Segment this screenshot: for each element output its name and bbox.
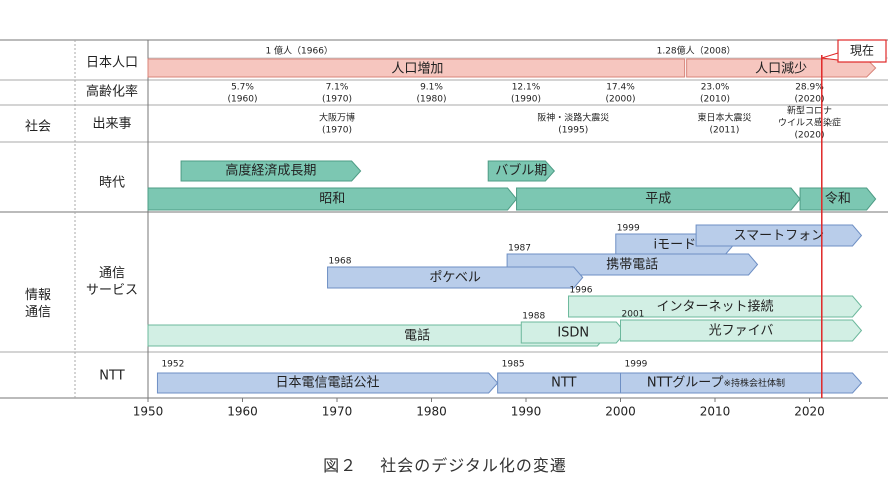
- era-bar-label: 平成: [645, 192, 671, 207]
- row-label: 高齢化率: [86, 84, 138, 100]
- event-label: (1970): [322, 126, 352, 136]
- ntt-bar-label: 日本電信電話公社: [276, 375, 380, 391]
- population-note: 1.28億人（2008）: [657, 45, 736, 57]
- service-bar: [568, 295, 863, 318]
- service-bar-label: 携帯電話: [606, 257, 658, 273]
- aging-year: (1970): [322, 95, 352, 105]
- event-label: 新型コロナ: [787, 105, 832, 117]
- event-label: (2020): [795, 131, 825, 141]
- service-bar-label: インターネット接続: [656, 299, 773, 315]
- era-bar: [516, 187, 801, 211]
- era-period-label: 高度経済成長期: [225, 163, 316, 179]
- row-label: NTT: [99, 369, 124, 384]
- service-bar-label: スマートフォン: [733, 229, 824, 244]
- axis-tick-label: 1980: [416, 405, 447, 419]
- aging-year: (1980): [417, 95, 447, 105]
- axis-tick-label: 1960: [227, 405, 258, 419]
- event-label: (1995): [558, 126, 588, 136]
- aging-year: (2000): [606, 95, 636, 105]
- axis-tick-label: 2010: [700, 405, 731, 419]
- axis-tick-label: 1950: [133, 405, 164, 419]
- present-label: 現在: [850, 44, 874, 58]
- event-label: (2011): [709, 126, 739, 136]
- ntt-bar: [620, 372, 863, 394]
- axis-tick-label: 2000: [605, 405, 636, 419]
- ntt-start-year: 1985: [502, 360, 525, 370]
- figure-caption: 図２ 社会のデジタル化の変遷: [323, 456, 567, 475]
- event-label: 大阪万博: [319, 112, 355, 124]
- service-bar-label: ポケベル: [429, 271, 481, 286]
- aging-year: (2020): [795, 95, 825, 105]
- era-bar: [799, 187, 877, 211]
- row-label: 出来事: [92, 117, 131, 132]
- service-bar-label: 電話: [404, 328, 430, 344]
- group-label: 情報: [25, 288, 51, 303]
- aging-rate: 7.1%: [326, 83, 349, 93]
- population-note: 1 億人（1966）: [265, 45, 333, 57]
- era-period-bar: [487, 160, 556, 182]
- row-label: 時代: [99, 176, 125, 191]
- era-period-label: バブル期: [495, 163, 547, 179]
- event-label: 阪神・淡路大震災: [537, 112, 609, 124]
- service-start-year: 2001: [622, 310, 645, 320]
- aging-rate: 9.1%: [420, 83, 443, 93]
- service-start-year: 1999: [617, 224, 640, 234]
- aging-rate: 12.1%: [512, 83, 541, 93]
- population-bar-label: 人口減少: [755, 61, 807, 77]
- service-bar: [695, 224, 863, 247]
- axis-tick-label: 1990: [511, 405, 542, 419]
- axis-tick-label: 2020: [794, 405, 825, 419]
- era-period-bar: [180, 160, 362, 182]
- event-label: ウイルス感染症: [778, 117, 841, 129]
- aging-rate: 23.0%: [701, 83, 730, 93]
- service-start-year: 1987: [508, 244, 531, 254]
- aging-year: (2010): [700, 95, 730, 105]
- service-start-year: 1996: [570, 286, 593, 296]
- era-bar: [147, 187, 518, 211]
- present-pointer: [821, 52, 839, 61]
- service-bar: [620, 319, 863, 342]
- ntt-bar: [156, 372, 499, 394]
- service-bar-label: ISDN: [557, 326, 589, 341]
- ntt-start-year: 1952: [161, 360, 184, 370]
- aging-rate: 5.7%: [231, 83, 254, 93]
- group-label: 通信: [25, 305, 51, 320]
- era-bar-label: 昭和: [319, 192, 345, 207]
- row-label: 日本人口: [86, 56, 138, 71]
- row-label: 通信: [99, 266, 125, 281]
- service-start-year: 1988: [522, 312, 545, 322]
- ntt-bar-label: NTT: [551, 376, 576, 391]
- service-bar-label: 光ファイバ: [709, 324, 774, 339]
- present-box: [837, 39, 887, 63]
- service-start-year: 1968: [329, 257, 352, 267]
- group-label: 社会: [25, 119, 51, 135]
- row-label: サービス: [86, 283, 138, 298]
- axis-tick-label: 1970: [322, 405, 353, 419]
- ntt-start-year: 1999: [625, 360, 648, 370]
- aging-rate: 17.4%: [606, 83, 635, 93]
- aging-rate: 28.9%: [795, 83, 824, 93]
- ntt-bar-label: NTTグループ※持株会社体制: [647, 376, 785, 391]
- event-label: 東日本大震災: [697, 112, 751, 124]
- population-bar: [147, 58, 686, 78]
- population-bar-label: 人口増加: [391, 62, 443, 77]
- service-bar: [327, 266, 584, 289]
- service-bar-label: iモード: [654, 238, 697, 253]
- era-bar-label: 令和: [825, 192, 851, 207]
- aging-year: (1990): [511, 95, 541, 105]
- aging-year: (1960): [228, 95, 258, 105]
